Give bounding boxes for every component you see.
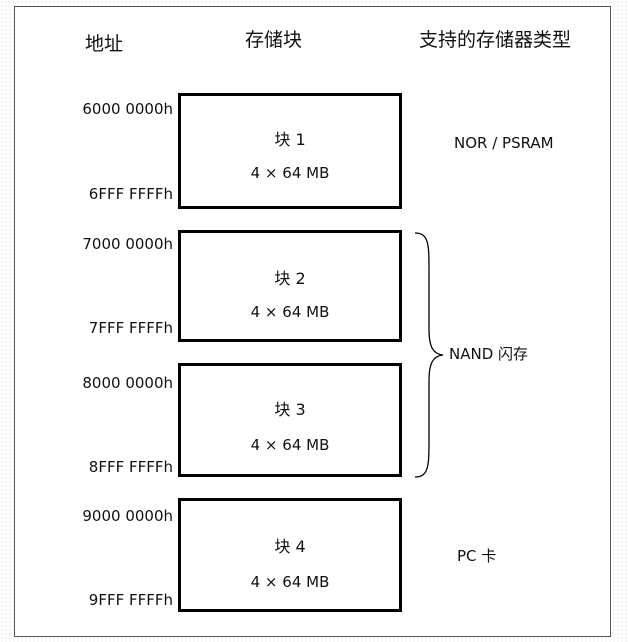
memory-block-2: 块 2 4 × 64 MB bbox=[178, 230, 402, 342]
block-3-name: 块 3 bbox=[274, 400, 306, 419]
diagram-frame: 地址 存储块 支持的存储器类型 6000 0000h 6FFF FFFFh 块 … bbox=[14, 6, 611, 637]
block-2-start-address: 7000 0000h bbox=[82, 235, 173, 253]
type-nor-psram: NOR / PSRAM bbox=[454, 134, 554, 152]
block-3-end-address: 8FFF FFFFh bbox=[88, 458, 173, 476]
block-1-start-address: 6000 0000h bbox=[82, 100, 173, 118]
block-1-name: 块 1 bbox=[274, 130, 306, 149]
type-pc-card: PC 卡 bbox=[457, 547, 497, 565]
header-address: 地址 bbox=[85, 33, 124, 55]
block-4-name: 块 4 bbox=[274, 537, 306, 556]
block-4-start-address: 9000 0000h bbox=[82, 507, 173, 525]
block-2-size: 4 × 64 MB bbox=[250, 303, 330, 321]
memory-block-1: 块 1 4 × 64 MB bbox=[178, 93, 402, 209]
memory-block-3: 块 3 4 × 64 MB bbox=[178, 363, 402, 477]
block-4-size: 4 × 64 MB bbox=[250, 573, 330, 591]
block-2-end-address: 7FFF FFFFh bbox=[88, 319, 173, 337]
curly-brace-icon bbox=[414, 232, 444, 478]
block-2-name: 块 2 bbox=[274, 269, 306, 288]
block-1-end-address: 6FFF FFFFh bbox=[88, 185, 173, 203]
header-memory-type: 支持的存储器类型 bbox=[419, 29, 572, 51]
block-1-size: 4 × 64 MB bbox=[250, 164, 330, 182]
type-nand-flash: NAND 闪存 bbox=[449, 345, 529, 363]
memory-block-4: 块 4 4 × 64 MB bbox=[178, 498, 402, 612]
block-3-start-address: 8000 0000h bbox=[82, 374, 173, 392]
block-4-end-address: 9FFF FFFFh bbox=[88, 591, 173, 609]
block-3-size: 4 × 64 MB bbox=[250, 436, 330, 454]
header-block: 存储块 bbox=[245, 29, 303, 51]
